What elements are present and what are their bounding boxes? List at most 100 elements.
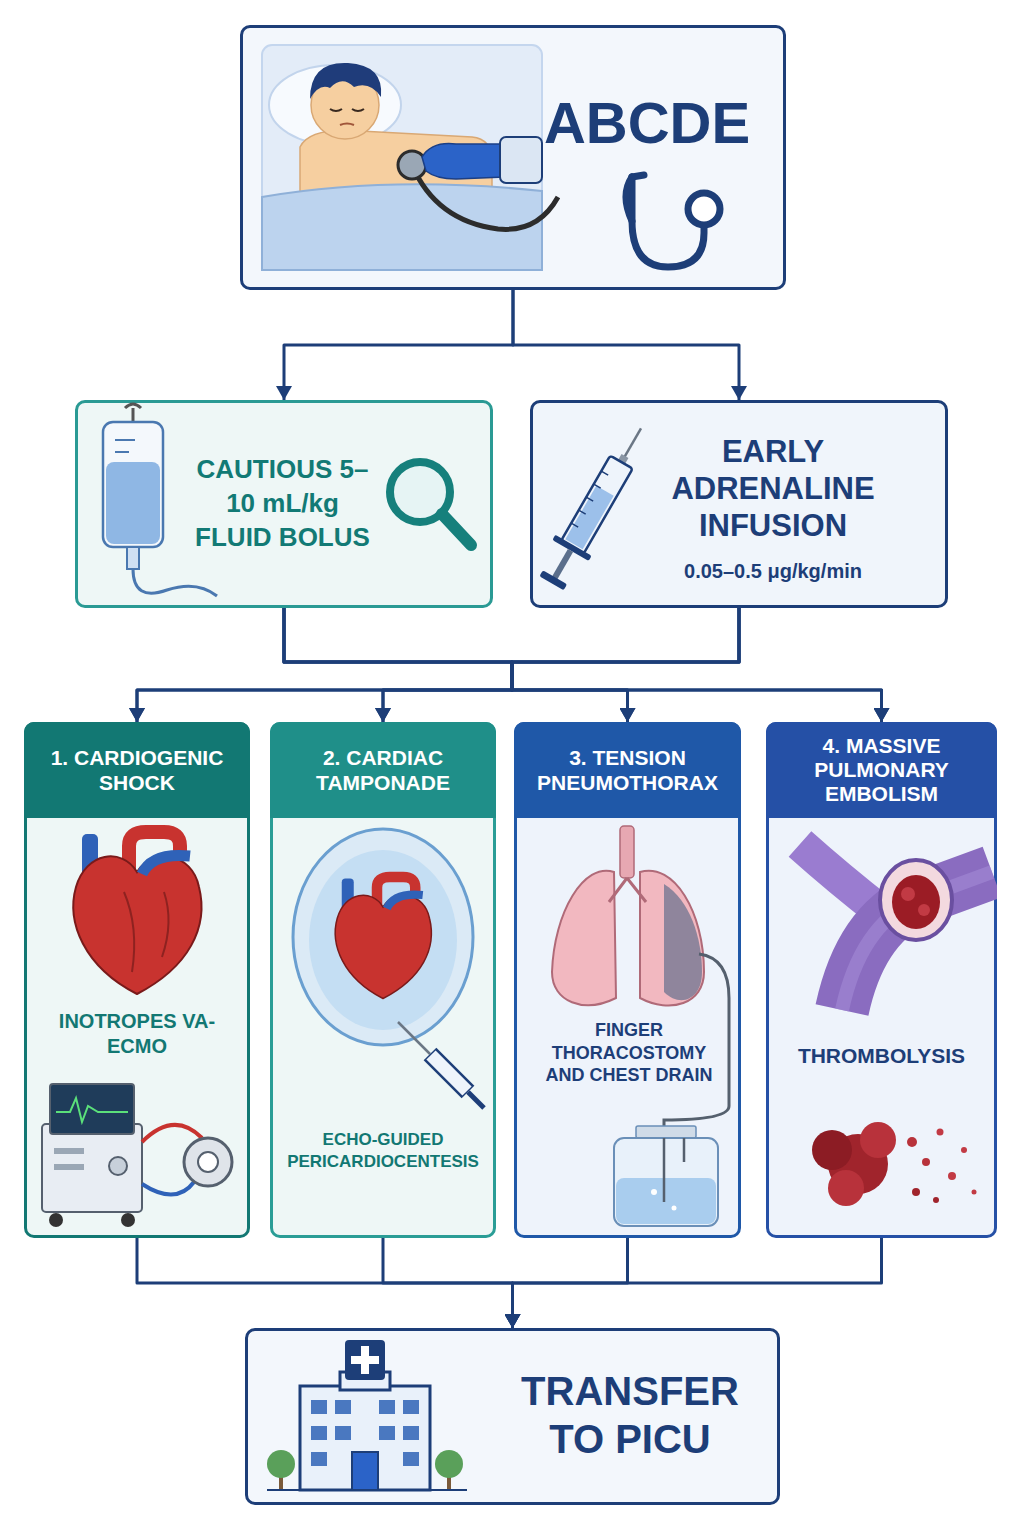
art-part bbox=[614, 1138, 718, 1226]
art-part bbox=[121, 1213, 135, 1227]
art-part bbox=[103, 422, 163, 547]
art-part bbox=[109, 1157, 127, 1175]
art-part bbox=[961, 1147, 967, 1153]
art-part bbox=[54, 1164, 84, 1170]
art-part bbox=[106, 462, 160, 544]
flow-connector bbox=[137, 608, 512, 722]
art-part bbox=[379, 1400, 395, 1414]
art-part bbox=[351, 1356, 379, 1364]
art-part bbox=[345, 1340, 385, 1380]
treatment-text: FINGER THORACOSTOMY AND CHEST DRAIN bbox=[537, 1019, 721, 1087]
art-part bbox=[539, 570, 567, 590]
patient-illustration bbox=[240, 25, 786, 290]
art-part bbox=[552, 871, 616, 1005]
fluid-box: CAUTIOUS 5–10 mL/kg FLUID BOLUS bbox=[75, 400, 493, 608]
art-part bbox=[335, 895, 431, 998]
fluid-text: CAUTIOUS 5–10 mL/kg FLUID BOLUS bbox=[190, 453, 375, 554]
flow-connector bbox=[512, 608, 882, 722]
art-part bbox=[552, 535, 591, 561]
art-part bbox=[50, 1084, 134, 1134]
art-part bbox=[626, 177, 632, 221]
art-part bbox=[812, 1130, 852, 1170]
art-part bbox=[403, 1452, 419, 1466]
art-part bbox=[184, 1138, 232, 1186]
cause-heading: 1. CARDIOGENIC SHOCK bbox=[32, 745, 242, 795]
art-part bbox=[142, 855, 190, 874]
flow-connector bbox=[383, 608, 739, 722]
art-part bbox=[398, 1022, 430, 1054]
art-part bbox=[115, 440, 135, 452]
art-part bbox=[198, 1152, 218, 1172]
assessment-box: ABCDE bbox=[240, 25, 786, 290]
art-part bbox=[672, 1206, 677, 1211]
art-part bbox=[311, 1400, 327, 1414]
drug-title: EARLY ADRENALINE INFUSION bbox=[653, 433, 893, 545]
art-part bbox=[912, 1188, 920, 1196]
header-band bbox=[270, 722, 496, 818]
art-part bbox=[468, 1092, 484, 1108]
art-part bbox=[937, 1129, 944, 1136]
cause-card: 1. CARDIOGENIC SHOCKINOTROPES VA-ECMO bbox=[24, 722, 250, 1238]
art-part bbox=[335, 1426, 351, 1440]
cause-heading: 2. CARDIAC TAMPONADE bbox=[278, 745, 488, 795]
art-part bbox=[311, 1452, 327, 1466]
art-part bbox=[49, 1213, 63, 1227]
art-part bbox=[907, 1137, 917, 1147]
art-part bbox=[340, 124, 354, 126]
art-part bbox=[330, 109, 364, 111]
art-part bbox=[664, 884, 702, 1000]
art-part bbox=[403, 1400, 419, 1414]
flow-connector bbox=[137, 1238, 513, 1328]
art-part bbox=[688, 193, 720, 225]
cause-heading: 3. TENSION PNEUMOTHORAX bbox=[522, 745, 733, 795]
art-part bbox=[533, 418, 659, 594]
art-part bbox=[922, 1158, 930, 1166]
art-part bbox=[142, 1182, 194, 1195]
art-part bbox=[309, 850, 457, 1030]
flow-connector bbox=[284, 608, 882, 722]
art-part bbox=[500, 137, 542, 183]
art-part bbox=[664, 1138, 684, 1202]
art-part bbox=[430, 1054, 468, 1092]
art-part bbox=[125, 404, 141, 408]
art-part bbox=[571, 471, 608, 527]
art-part bbox=[860, 1122, 896, 1158]
art-part bbox=[948, 1172, 956, 1180]
art-part bbox=[310, 63, 381, 99]
art-part bbox=[620, 826, 634, 878]
art-part bbox=[828, 1170, 864, 1206]
art-part bbox=[892, 875, 940, 929]
header-band bbox=[24, 722, 250, 818]
art-part bbox=[142, 1125, 202, 1142]
art-part bbox=[552, 549, 573, 580]
flow-connector bbox=[512, 608, 739, 722]
flow-connector bbox=[284, 608, 628, 722]
art-part bbox=[431, 1055, 467, 1091]
art-part bbox=[640, 871, 704, 1006]
art-part bbox=[300, 1386, 430, 1490]
art-part bbox=[379, 1426, 395, 1440]
art-part bbox=[54, 1148, 84, 1154]
cause-card: 2. CARDIAC TAMPONADE ECHO-GUIDED PERICARD… bbox=[270, 722, 496, 1238]
art-part bbox=[918, 904, 930, 916]
art-part bbox=[133, 569, 217, 596]
art-part bbox=[933, 1197, 939, 1203]
art-part bbox=[267, 1489, 467, 1491]
art-part bbox=[616, 1178, 716, 1224]
art-part bbox=[335, 1400, 351, 1414]
art-part bbox=[352, 1452, 378, 1490]
art-part bbox=[442, 514, 471, 545]
art-part bbox=[609, 878, 646, 902]
art-part bbox=[293, 829, 473, 1045]
flow-connector bbox=[513, 1238, 882, 1328]
destination-text: TRANSFER TO PICU bbox=[510, 1367, 750, 1463]
flow-connector bbox=[383, 1238, 513, 1328]
flow-connector bbox=[284, 290, 513, 400]
art-part bbox=[387, 895, 423, 909]
art-part bbox=[435, 1450, 463, 1478]
art-part bbox=[56, 1098, 128, 1122]
art-part bbox=[972, 1190, 977, 1195]
art-part bbox=[132, 408, 135, 422]
treatment-text: ECHO-GUIDED PERICARDIOCENTESIS bbox=[276, 1129, 490, 1173]
art-part bbox=[124, 892, 169, 972]
